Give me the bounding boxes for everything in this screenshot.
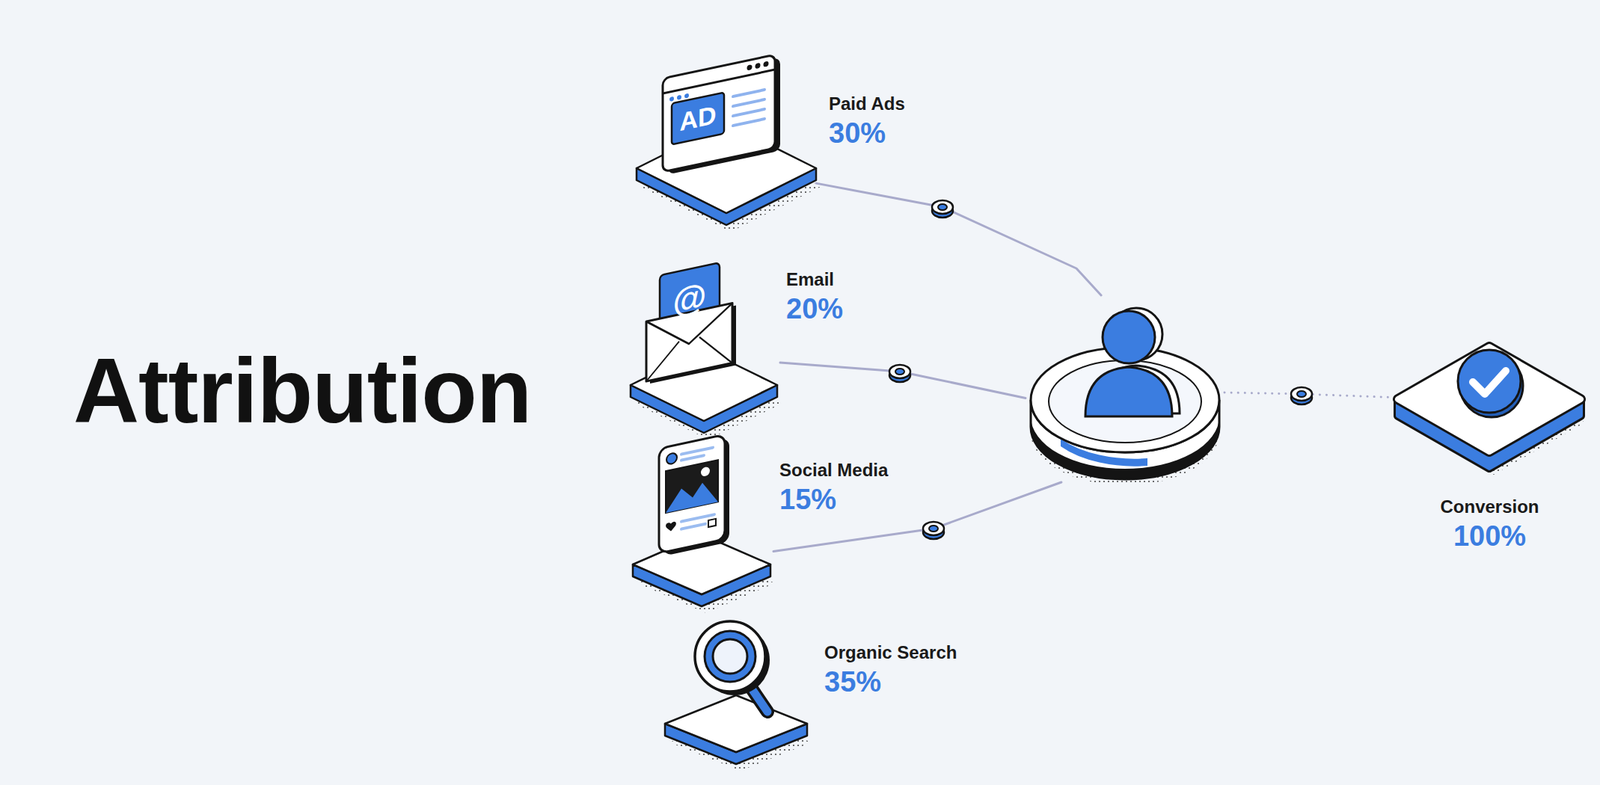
marker-hole: [895, 368, 905, 375]
window-dot: [747, 64, 753, 71]
lens-ring: [704, 631, 756, 683]
text-line: [733, 109, 765, 116]
phone: [658, 433, 730, 558]
node-label-block: Conversion100%: [1439, 496, 1539, 553]
window-dot: [669, 96, 674, 102]
social-node: Social Media15%: [630, 422, 774, 610]
ad-window: [662, 53, 781, 176]
search-icon: [661, 613, 811, 767]
tile-top: [1398, 347, 1581, 452]
sun: [700, 466, 710, 478]
phone-frame: [658, 434, 725, 554]
share-percent: 100%: [1439, 520, 1539, 554]
marker-top: [932, 200, 953, 214]
channel-name: Paid Ads: [828, 93, 906, 116]
email-node: Email20%: [627, 239, 781, 436]
ad-node: Paid Ads30%: [632, 14, 817, 229]
node-label-block: Organic Search35%: [824, 642, 957, 699]
text-line: [681, 455, 704, 461]
connector-line: [773, 482, 1062, 553]
text-line: [681, 524, 706, 530]
email-icon: [627, 239, 781, 436]
connector-line: [780, 362, 1026, 398]
text-line: [733, 89, 765, 97]
text-line: [733, 118, 765, 126]
heart-icon: [665, 521, 677, 533]
connector-node-marker: [923, 522, 944, 540]
channel-name: Organic Search: [824, 642, 957, 665]
channel-name: Social Media: [779, 460, 888, 482]
diagram-title: Attribution: [73, 345, 532, 437]
ad-icon: [632, 14, 817, 229]
check-mark: [1472, 371, 1506, 395]
text-line: [733, 99, 765, 107]
avatar: [666, 452, 677, 466]
head: [1102, 311, 1155, 364]
marker-top: [889, 365, 911, 379]
tile-top-outline: [1398, 347, 1581, 452]
ad-badge: [671, 92, 725, 146]
marker-hole: [938, 204, 947, 211]
marker-hole: [929, 525, 939, 532]
search-node: Organic Search35%: [661, 613, 811, 767]
window-frame: [662, 54, 775, 173]
text-line: [681, 448, 713, 455]
check-node: Conversion100%: [1392, 324, 1587, 471]
slab-top: [664, 695, 808, 753]
node-label-block: Email20%: [786, 269, 844, 326]
lens-glass: [712, 639, 748, 674]
window-dot: [755, 62, 761, 69]
marker-top: [1291, 387, 1313, 401]
window-dot: [676, 94, 682, 101]
channel-name: Conversion: [1439, 496, 1539, 519]
marker-hole: [1297, 391, 1307, 398]
channel-name: Email: [786, 269, 844, 291]
node-label-block: Social Media15%: [779, 460, 888, 517]
post-image: [665, 460, 719, 514]
share-percent: 35%: [824, 666, 957, 700]
share-percent: 15%: [779, 483, 888, 517]
window-dot: [763, 60, 769, 67]
connector-line: [816, 183, 1102, 296]
connector-node-marker: [1291, 387, 1313, 405]
bust: [1085, 367, 1173, 417]
check-icon: [1392, 324, 1587, 471]
person-icon: [1025, 295, 1225, 483]
check-badge: [1457, 350, 1521, 413]
icon-glyph: @: [673, 277, 707, 320]
node-label-block: Paid Ads30%: [828, 93, 906, 150]
connector-node-marker: [889, 365, 911, 383]
share-icon: [708, 519, 716, 528]
envelope-fold: [646, 330, 733, 382]
mountains: [665, 479, 719, 514]
envelope: [646, 258, 737, 385]
connector-node-marker: [932, 200, 953, 218]
share-percent: 30%: [828, 117, 906, 151]
lens-rim: [694, 621, 766, 692]
share-percent: 20%: [786, 293, 844, 327]
social-icon: [630, 422, 774, 610]
person-node: [1025, 295, 1225, 483]
disc-inset: [1048, 360, 1202, 443]
window-dot: [684, 93, 689, 99]
marker-top: [923, 522, 944, 536]
